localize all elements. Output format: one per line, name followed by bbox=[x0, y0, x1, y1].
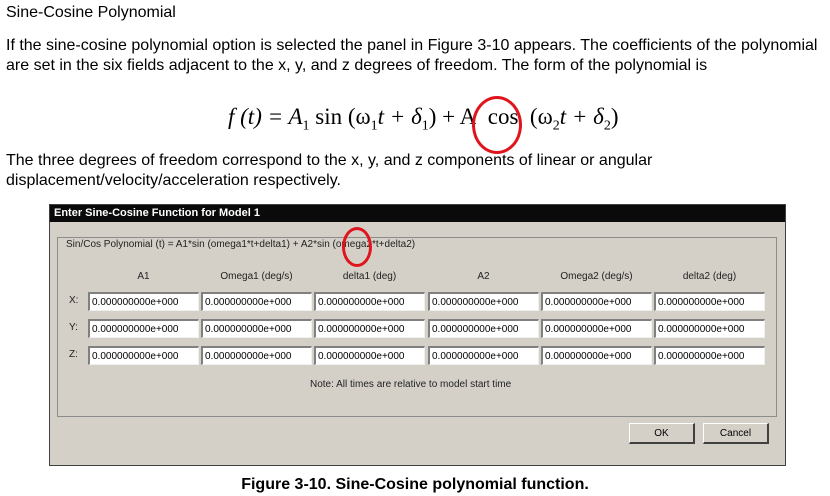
formula-d1-sub: 1 bbox=[421, 118, 429, 134]
polynomial-formula: f (t) = A1 sin (ω1t + δ1) + A cos (ω2t +… bbox=[228, 104, 619, 135]
x-omega2-field[interactable] bbox=[541, 292, 652, 311]
dialog-title: Enter Sine-Cosine Function for Model 1 bbox=[50, 205, 785, 222]
group-label: Sin/Cos Polynomial (t) = A1*sin (omega1*… bbox=[64, 239, 418, 250]
cos-highlight-ring bbox=[472, 96, 522, 154]
row-label-z: Z: bbox=[69, 349, 78, 360]
formula-d2-sub: 2 bbox=[603, 118, 611, 134]
row-label-y: Y: bbox=[69, 322, 78, 333]
z-a2-field[interactable] bbox=[428, 346, 539, 365]
x-delta2-field[interactable] bbox=[654, 292, 765, 311]
z-omega2-field[interactable] bbox=[541, 346, 652, 365]
y-a2-field[interactable] bbox=[428, 319, 539, 338]
x-a1-field[interactable] bbox=[88, 292, 199, 311]
x-delta1-field[interactable] bbox=[314, 292, 425, 311]
x-a2-field[interactable] bbox=[428, 292, 539, 311]
col-header-delta1: delta1 (deg) bbox=[342, 271, 397, 282]
col-header-a1: A1 bbox=[137, 271, 150, 282]
row-label-x: X: bbox=[69, 295, 79, 306]
ok-button[interactable]: OK bbox=[629, 423, 695, 444]
section-heading: Sine-Cosine Polynomial bbox=[6, 4, 176, 21]
body-paragraph: The three degrees of freedom correspond … bbox=[6, 152, 653, 189]
y-delta2-field[interactable] bbox=[654, 319, 765, 338]
y-omega1-field[interactable] bbox=[201, 319, 312, 338]
formula-w2-sub: 2 bbox=[552, 118, 560, 134]
time-note: Note: All times are relative to model st… bbox=[310, 379, 512, 390]
col-header-omega2: Omega2 (deg/s) bbox=[560, 271, 633, 282]
formula-t-plus-d2: t + δ bbox=[559, 104, 604, 129]
sine-cosine-dialog: Enter Sine-Cosine Function for Model 1 S… bbox=[49, 204, 786, 466]
intro-paragraph: If the sine-cosine polynomial option is … bbox=[6, 37, 818, 74]
figure-caption: Figure 3-10. Sine-Cosine polynomial func… bbox=[241, 476, 589, 493]
col-header-a2: A2 bbox=[477, 271, 490, 282]
formula-close-plus-a: ) + A bbox=[428, 104, 477, 129]
z-delta2-field[interactable] bbox=[654, 346, 765, 365]
z-omega1-field[interactable] bbox=[201, 346, 312, 365]
cancel-button[interactable]: Cancel bbox=[703, 423, 769, 444]
polynomial-groupbox bbox=[57, 237, 777, 417]
col-header-delta2: delta2 (deg) bbox=[682, 271, 737, 282]
formula-lhs: f (t) = A bbox=[228, 104, 303, 129]
formula-a1-sub: 1 bbox=[302, 118, 310, 134]
y-omega2-field[interactable] bbox=[541, 319, 652, 338]
sin-highlight-ring bbox=[342, 227, 372, 267]
z-a1-field[interactable] bbox=[88, 346, 199, 365]
formula-w1-sub: 1 bbox=[370, 118, 378, 134]
col-header-omega1: Omega1 (deg/s) bbox=[220, 271, 293, 282]
formula-open-w2: (ω bbox=[529, 104, 553, 129]
z-delta1-field[interactable] bbox=[314, 346, 425, 365]
y-a1-field[interactable] bbox=[88, 319, 199, 338]
formula-t-plus-d1: t + δ bbox=[377, 104, 422, 129]
formula-sin: sin (ω bbox=[309, 104, 371, 129]
y-delta1-field[interactable] bbox=[314, 319, 425, 338]
formula-close: ) bbox=[610, 104, 619, 129]
x-omega1-field[interactable] bbox=[201, 292, 312, 311]
